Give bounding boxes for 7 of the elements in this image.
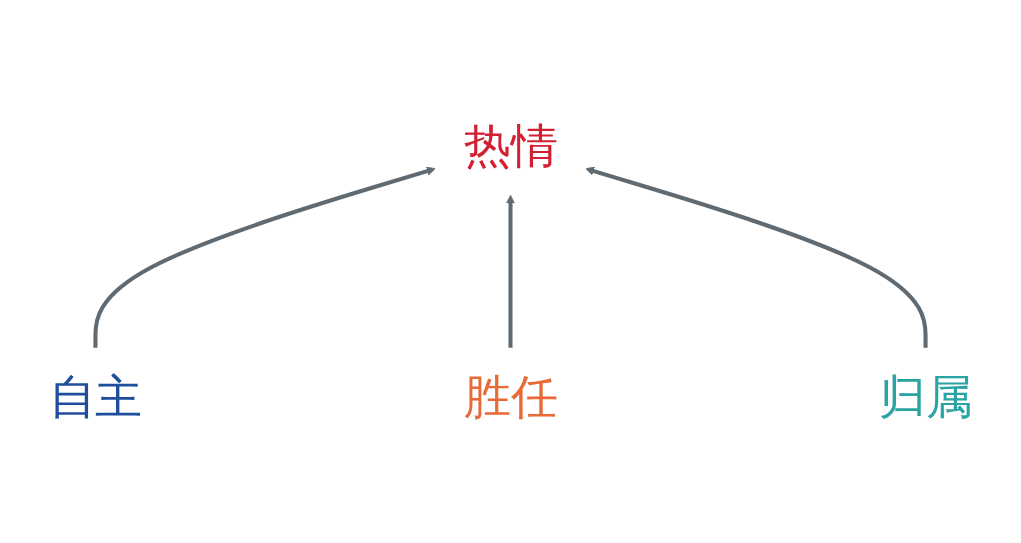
node-text: 胜任 [463, 369, 558, 425]
node-text: 自主 [48, 369, 143, 425]
arrow [585, 166, 928, 348]
node-text: 归属 [878, 369, 973, 425]
arrow [506, 194, 515, 348]
arrow [93, 166, 436, 348]
node-text: 热情 [463, 117, 558, 173]
